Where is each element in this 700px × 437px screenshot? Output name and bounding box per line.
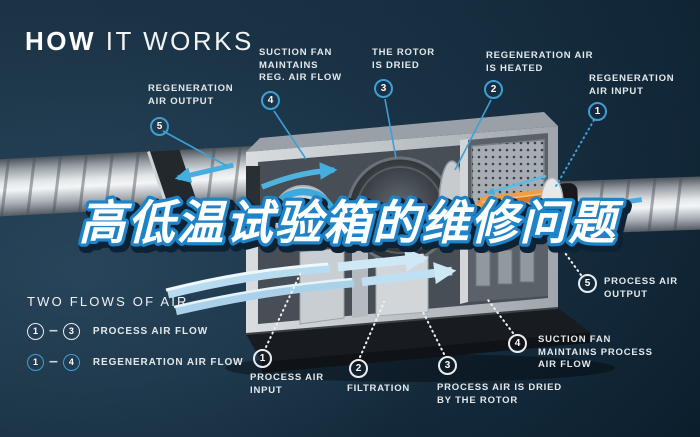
- legend-row-regeneration: 1 – 4 REGENERATION AIR FLOW: [27, 353, 243, 371]
- step-marker-reg-5: 5: [150, 117, 169, 136]
- step-marker-reg-1: 1: [588, 102, 607, 121]
- legend-circle-from: 1: [27, 353, 44, 371]
- label-process-air-dried: PROCESS AIR IS DRIED BY THE ROTOR: [437, 382, 562, 406]
- label-regeneration-air-output: REGENERATION AIR OUTPUT: [148, 83, 234, 107]
- legend-circle-to: 3: [62, 322, 80, 340]
- legend-dash: –: [49, 353, 58, 370]
- step-marker-reg-3: 3: [374, 79, 393, 98]
- page-title: HOW IT WORKS: [25, 26, 254, 57]
- legend-circle-from: 1: [27, 322, 44, 340]
- label-regeneration-air-heated: REGENERATION AIR IS HEATED: [486, 50, 594, 74]
- legend-label-regeneration: REGENERATION AIR FLOW: [92, 356, 244, 368]
- label-regeneration-air-input: REGENERATION AIR INPUT: [589, 73, 675, 97]
- title-light: IT WORKS: [105, 26, 254, 56]
- title-bold: HOW: [25, 26, 97, 56]
- headline-shadow: 高低温试验箱的维修问题: [82, 200, 628, 253]
- label-process-air-input: PROCESS AIR INPUT: [250, 372, 324, 396]
- legend-title: TWO FLOWS OF AIR: [27, 294, 189, 309]
- legend-row-process: 1 – 3 PROCESS AIR FLOW: [27, 322, 243, 340]
- right-duct: [555, 176, 700, 235]
- label-filtration: FILTRATION: [347, 383, 411, 394]
- step-marker-proc-5: 5: [578, 274, 597, 293]
- legend-dash: –: [49, 322, 58, 339]
- step-marker-reg-4: 4: [261, 91, 280, 110]
- label-suction-fan-process: SUCTION FAN MAINTAINS PROCESS AIR FLOW: [538, 334, 653, 370]
- legend: TWO FLOWS OF AIR 1 – 3 PROCESS AIR FLOW …: [27, 294, 243, 371]
- left-duct: [0, 145, 259, 218]
- label-suction-fan-reg: SUCTION FAN MAINTAINS REG. AIR FLOW: [259, 47, 342, 83]
- suction-fan: ✳: [260, 162, 347, 245]
- step-marker-proc-2: 2: [349, 359, 368, 378]
- headline-text: 高低温试验箱的维修问题: [79, 196, 625, 249]
- svg-text:✳: ✳: [296, 206, 310, 225]
- step-marker-reg-2: 2: [484, 80, 503, 99]
- rotor: [346, 156, 466, 264]
- step-marker-proc-4: 4: [508, 334, 527, 353]
- legend-label-process: PROCESS AIR FLOW: [92, 325, 209, 337]
- legend-circle-to: 4: [62, 353, 80, 371]
- step-marker-proc-1: 1: [253, 349, 272, 368]
- headline-banner: 高低温试验箱的维修问题 高低温试验箱的维修问题: [75, 193, 631, 259]
- label-rotor-is-dried: THE ROTOR IS DRIED: [372, 47, 435, 71]
- process-air-ribbons: [165, 248, 457, 316]
- label-process-air-output: PROCESS AIR OUTPUT: [604, 276, 678, 300]
- leader-lines: [162, 98, 595, 358]
- heater: [471, 139, 547, 287]
- step-marker-proc-3: 3: [438, 356, 457, 375]
